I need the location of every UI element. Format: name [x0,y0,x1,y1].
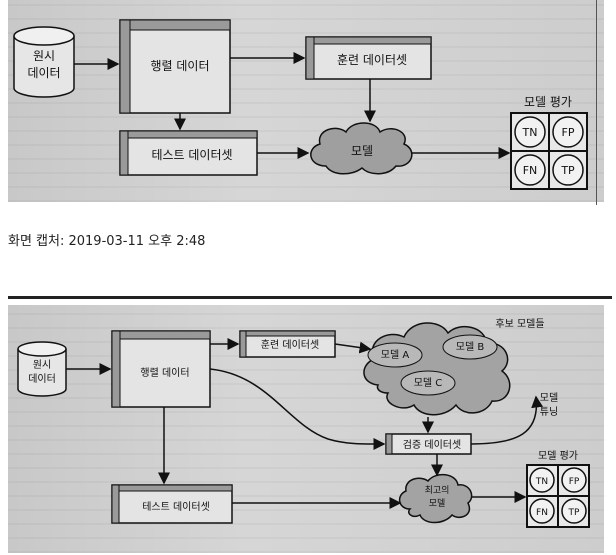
cell-tp: TP [568,508,580,518]
arrow-tuning-loop [470,395,544,445]
tuning-label-2: 튜닝 [540,406,558,418]
raw-data-cylinder: 원시 데이터 [17,341,67,397]
evaluation-matrix: 모델 평가 TN FP FN TP [526,450,590,528]
test-set-label: 테스트 데이터셋 [142,501,210,513]
cell-tp: TP [560,164,575,177]
figure-2-photo: 원시 데이터 행렬 데이터 훈련 데이터셋 후보 모델들 모델 A 모델 B 모 [8,305,604,553]
evaluation-title: 모델 평가 [524,95,572,109]
figure-1-arrows [74,52,511,159]
model-cloud: 모델 [310,122,413,175]
figure-2-diagram: 원시 데이터 행렬 데이터 훈련 데이터셋 후보 모델들 모델 A 모델 B 모 [17,318,590,528]
train-set-label: 훈련 데이터셋 [261,338,319,351]
arrow-matrix-to-validation [209,368,386,451]
screenshot-caption: 화면 캡처: 2019-03-11 오후 2:48 [8,234,206,249]
model-label: 모델 [351,144,373,158]
cell-tn: TN [522,126,538,139]
test-set-label: 테스트 데이터셋 [151,148,232,162]
test-set-box: 테스트 데이터셋 [111,484,233,524]
best-model-label-2: 모델 [429,497,446,509]
test-set-box: 테스트 데이터셋 [119,130,258,176]
raw-data-label-2: 데이터 [27,66,60,80]
tuning-label-1: 모델 [540,392,558,404]
cell-tn: TN [535,477,548,487]
train-set-box: 훈련 데이터셋 [239,330,336,358]
matrix-data-label: 행렬 데이터 [140,366,189,379]
divider-horizontal [8,296,612,299]
cell-fn: FN [523,164,538,177]
model-a-label: 모델 A [381,349,410,361]
evaluation-title: 모델 평가 [538,450,578,462]
best-model-label-1: 최고의 [425,485,450,496]
figure-1-diagram: 원시 데이터 행렬 데이터 훈련 데이터셋 테스트 데이터셋 모델 [13,19,588,190]
raw-data-cylinder: 원시 데이터 [13,26,75,98]
cell-fp: FP [569,477,580,487]
candidate-models-title: 후보 모델들 [495,318,544,330]
raw-data-label-2: 데이터 [28,373,56,385]
candidate-models-cloud: 후보 모델들 모델 A 모델 B 모델 C [363,318,545,416]
model-b-label: 모델 B [456,341,485,353]
matrix-data-box: 행렬 데이터 [119,19,231,114]
train-set-box: 훈련 데이터셋 [305,36,432,80]
arrow-train-to-candidates [334,341,372,354]
cell-fn: FN [536,508,548,518]
evaluation-matrix: 모델 평가 TN FP FN TP [510,95,588,190]
validation-set-label: 검증 데이터셋 [403,439,461,451]
figure-2-arrows [66,338,544,509]
validation-set-box: 검증 데이터셋 [385,433,472,455]
cell-fp: FP [562,126,575,139]
raw-data-label-1: 원시 [33,49,55,63]
divider-vertical [596,0,597,205]
train-set-label: 훈련 데이터셋 [337,53,407,67]
raw-data-label-1: 원시 [33,359,51,371]
matrix-data-box: 행렬 데이터 [111,330,211,408]
model-c-label: 모델 C [414,377,443,389]
best-model-cloud: 최고의 모델 [398,473,473,524]
matrix-data-label: 행렬 데이터 [150,58,209,73]
figure-1-photo: 원시 데이터 행렬 데이터 훈련 데이터셋 테스트 데이터셋 모델 [8,0,604,202]
